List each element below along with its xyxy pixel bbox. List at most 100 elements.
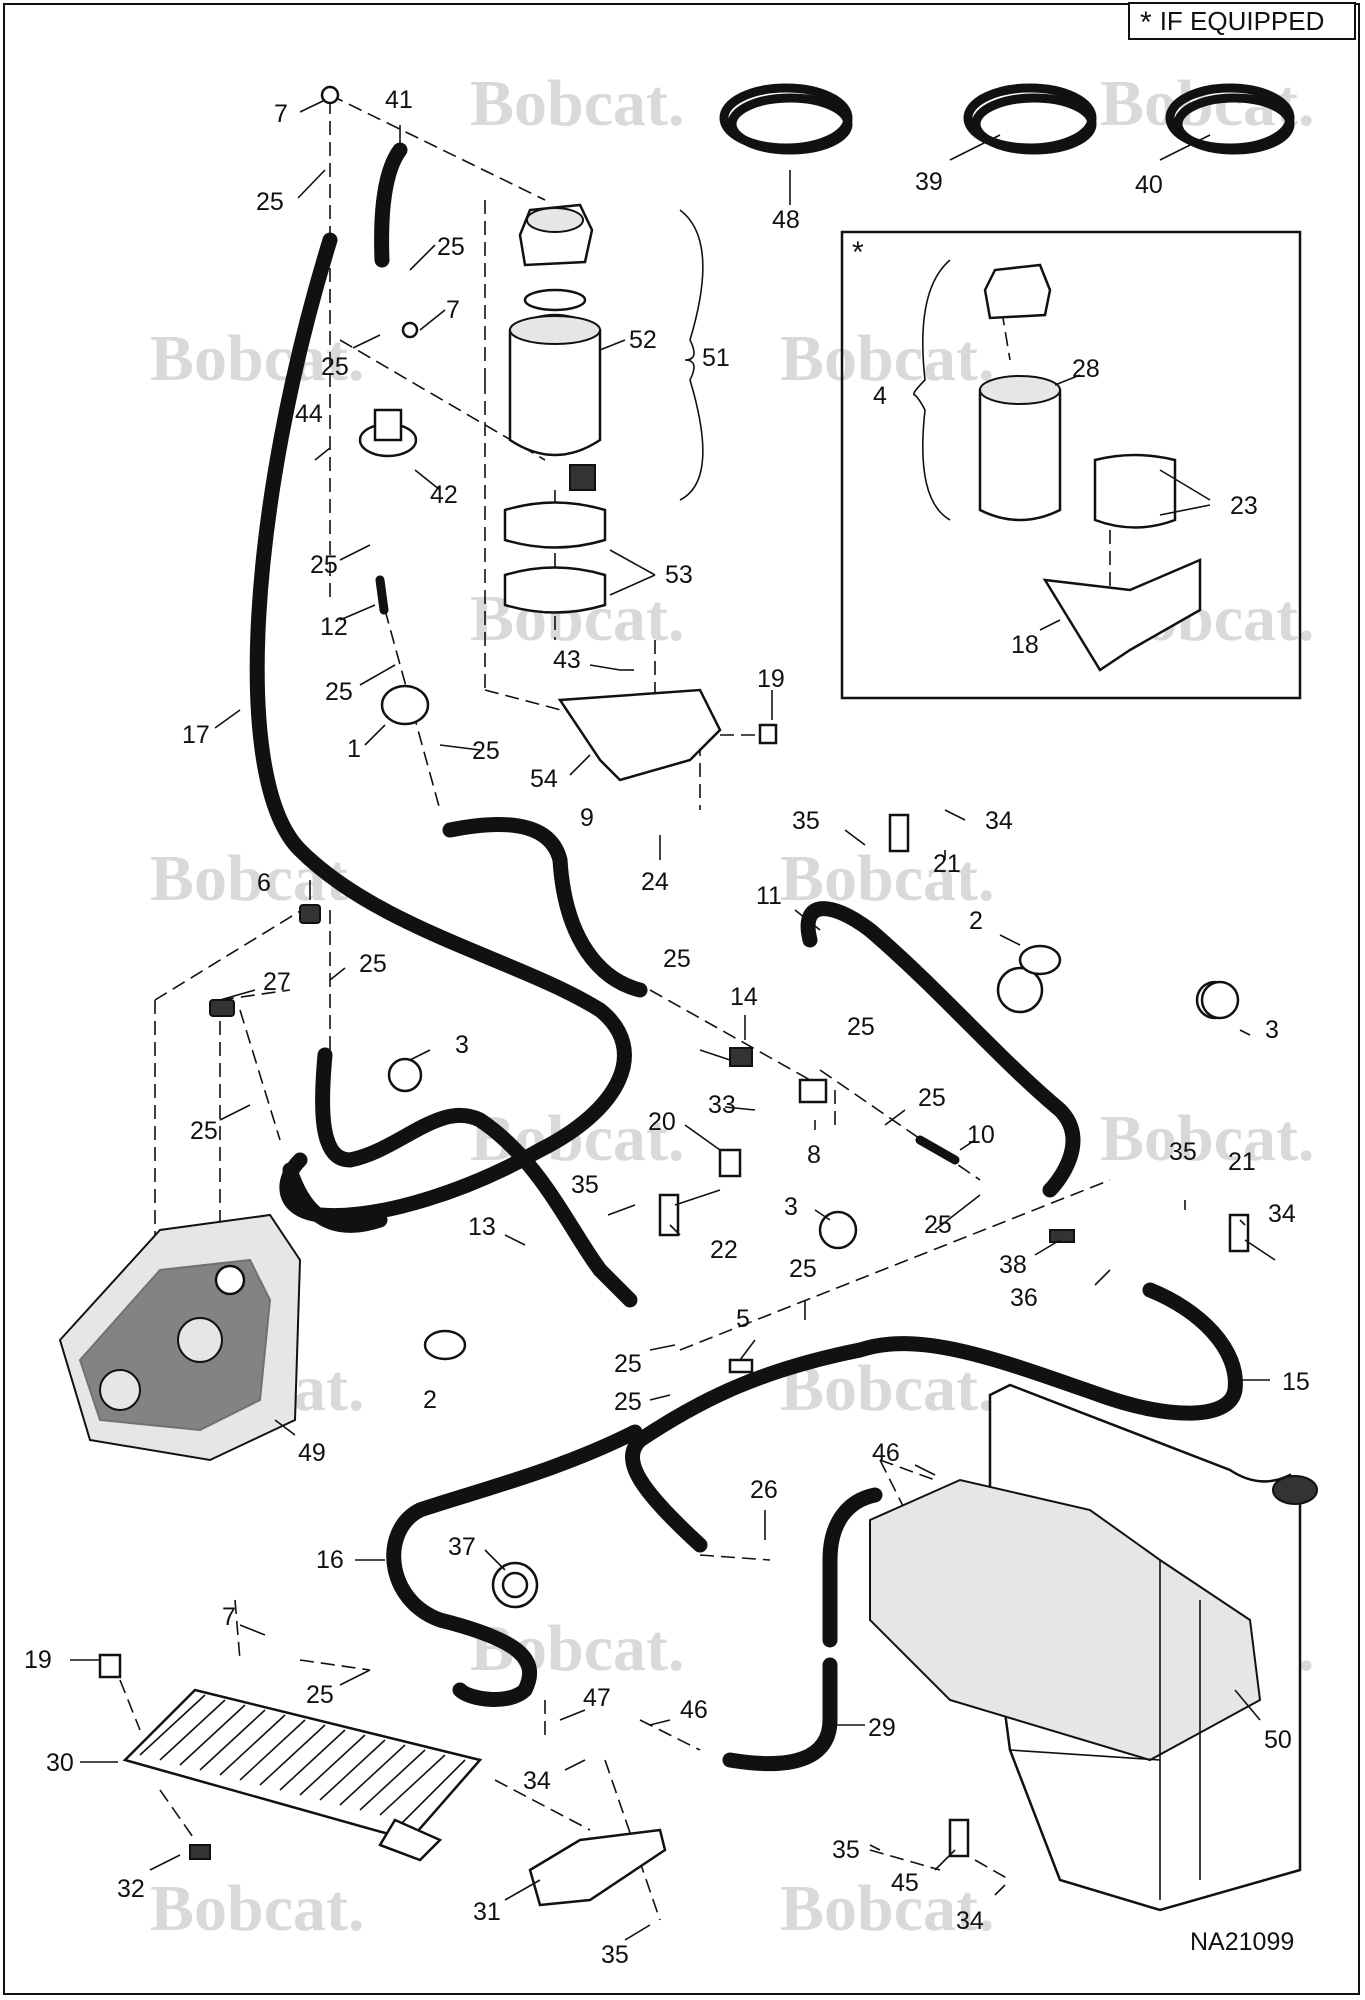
callout-27: 27 [263,968,291,996]
hose-13-lower [282,1162,388,1233]
callout-46: 46 [680,1696,708,1724]
callout-labels: 7 41 48 39 40 25 25 7 25 52 51 44 42 25 … [24,86,1310,1969]
callout-45: 45 [891,1869,919,1897]
callout-7: 7 [446,296,460,324]
clamp-2b [423,1329,467,1361]
hose-11 [800,901,1081,1198]
callout-25: 25 [614,1350,642,1378]
callout-10: 10 [967,1121,995,1149]
watermark: Bobcat. [780,1872,995,1945]
callout-25: 25 [472,737,500,765]
callout-35: 35 [832,1836,860,1864]
fitting-6 [299,904,321,924]
watermark: Bobcat. [780,322,995,395]
asterisk-symbol: * [1140,6,1152,40]
callout-29: 29 [868,1714,896,1742]
watermarks: Bobcat. Bobcat. Bobcat. Bobcat. Bobcat. … [150,67,1315,1945]
callout-47: 47 [583,1684,611,1712]
part-1 [380,684,430,726]
callout-35: 35 [792,807,820,835]
callout-25: 25 [190,1117,218,1145]
hose-29-lower [722,1657,838,1772]
watermark: Bobcat. [470,67,685,140]
callout-26: 26 [750,1476,778,1504]
hose-9 [442,816,648,998]
watermark: Bobcat. [1100,1102,1315,1175]
clamp-2 [1018,944,1062,976]
callout-35: 35 [571,1171,599,1199]
callout-18: 18 [1011,631,1039,659]
callout-30: 30 [46,1749,74,1777]
callout-12: 12 [320,613,348,641]
clamp-21b [1228,1213,1250,1253]
if-equipped-text: IF EQUIPPED [1159,6,1325,36]
fuel-cooler-30 [122,1688,483,1862]
bolt-19a [758,723,778,745]
callout-8: 8 [807,1141,821,1169]
callout-5: 5 [736,1305,750,1333]
inset-filter-head [983,263,1052,320]
callout-41: 41 [385,86,413,114]
callout-3: 3 [455,1031,469,1059]
callout-34: 34 [523,1767,551,1795]
callout-25: 25 [359,950,387,978]
callout-25: 25 [918,1084,946,1112]
callout-4: 4 [873,382,887,410]
fuel-filter-assembly [503,203,722,782]
drawing-id: NA21099 [1190,1928,1294,1956]
callout-25: 25 [306,1681,334,1709]
callout-16: 16 [316,1546,344,1574]
callout-13: 13 [468,1213,496,1241]
fitting-5 [728,1358,754,1374]
callout-25: 25 [614,1388,642,1416]
hose-12 [375,575,389,615]
callout-35: 35 [1169,1138,1197,1166]
small-parts [98,85,1250,1860]
cooler-outlet [378,1818,443,1862]
callout-7: 7 [222,1603,236,1631]
callout-25: 25 [325,678,353,706]
callout-25: 25 [663,945,691,973]
callout-48: 48 [772,206,800,234]
optional-equipment-inset [840,230,1302,700]
fitting-7 [320,85,340,105]
callout-46: 46 [872,1439,900,1467]
clamp-21 [888,813,910,853]
clamp-22 [658,1193,680,1237]
mounting-bracket-54 [557,688,722,782]
watermark: Bobcat. [150,1872,365,1945]
callout-51: 51 [702,344,730,372]
callout-54: 54 [530,765,558,793]
clamp-3c [818,1210,858,1250]
callout-25: 25 [847,1013,875,1041]
callout-34: 34 [1268,1200,1296,1228]
callout-24: 24 [641,868,669,896]
fitting-7b [401,321,419,339]
callout-11: 11 [756,882,782,910]
callout-7: 7 [274,100,288,128]
coiled-hoses [719,83,1295,155]
callout-31: 31 [473,1898,501,1926]
callout-21: 21 [933,850,961,878]
filter-seal [523,288,587,312]
fitting-38 [1049,1229,1075,1243]
callout-19: 19 [24,1646,52,1674]
optional-filter-assembly [978,263,1202,672]
callout-53: 53 [665,561,693,589]
callout-15: 15 [1282,1368,1310,1396]
callout-25: 25 [310,551,338,579]
callout-49: 49 [298,1439,326,1467]
hose-15 [625,1282,1243,1553]
clamp-45 [948,1818,970,1858]
callout-3: 3 [1265,1016,1279,1044]
watermark: Bobcat. [150,322,365,395]
callout-9: 9 [580,804,594,832]
callout-25: 25 [321,353,349,381]
callout-28: 28 [1072,355,1100,383]
callout-2: 2 [969,907,983,935]
callout-3: 3 [784,1193,798,1221]
callout-14: 14 [730,983,758,1011]
callout-17: 17 [182,721,210,749]
callout-1: 1 [347,735,361,763]
